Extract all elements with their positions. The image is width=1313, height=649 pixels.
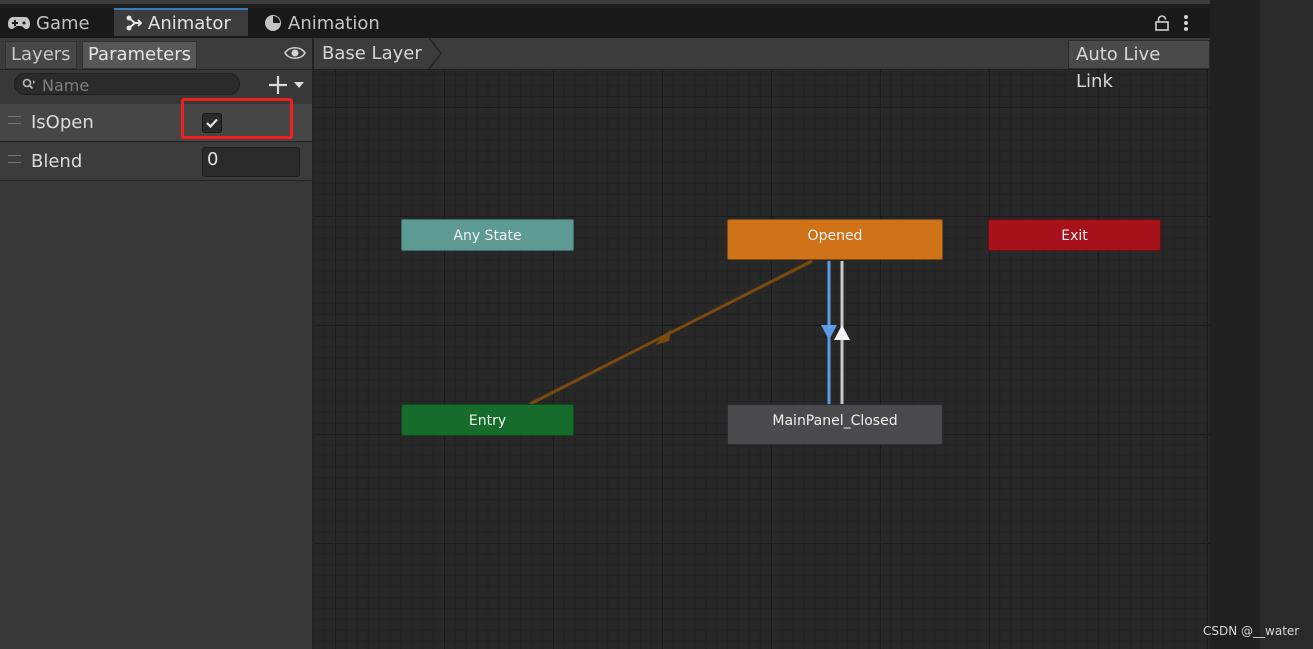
window-top-bar	[0, 0, 1313, 8]
state-mainpanel-closed[interactable]: MainPanel_Closed	[727, 404, 943, 445]
tab-game[interactable]: Game	[8, 8, 90, 38]
blend-value-field[interactable]: 0	[202, 147, 300, 177]
breadcrumb-base-layer[interactable]: Base Layer	[322, 43, 422, 64]
tab-animator-label: Animator	[148, 12, 231, 34]
tab-animator[interactable]: Animator	[114, 8, 248, 36]
state-exit[interactable]: Exit	[988, 219, 1161, 251]
state-any-state[interactable]: Any State	[401, 219, 574, 251]
state-machine-graph[interactable]	[314, 38, 1210, 649]
search-input[interactable]	[40, 74, 234, 96]
tab-animation[interactable]: Animation	[264, 8, 380, 38]
panel-toolbar: Layers Parameters	[0, 38, 312, 70]
lock-icon[interactable]	[1155, 15, 1169, 31]
gamepad-icon	[8, 17, 30, 29]
drag-handle-icon[interactable]	[8, 116, 21, 124]
checkmark-icon	[206, 118, 218, 129]
watermark: CSDN @__water	[1203, 624, 1300, 638]
tab-animation-label: Animation	[288, 12, 380, 34]
parameters-panel: Layers Parameters IsOpen Blend	[0, 38, 312, 649]
add-parameter-button[interactable]	[268, 75, 308, 95]
editor-tab-bar: Game Animator Animation	[0, 8, 1210, 38]
tab-parameters[interactable]: Parameters	[82, 41, 198, 69]
breadcrumb-arrow-icon	[428, 38, 442, 69]
right-dock-strip	[1210, 0, 1313, 649]
auto-live-link-button[interactable]: Auto Live Link	[1068, 40, 1210, 92]
parameter-name: Blend	[31, 151, 83, 172]
eye-icon[interactable]	[284, 46, 306, 60]
state-opened[interactable]: Opened	[727, 219, 943, 260]
panel-splitter[interactable]	[312, 38, 314, 649]
parameter-row-isopen[interactable]: IsOpen	[0, 104, 312, 142]
animator-icon	[126, 15, 142, 31]
tab-game-label: Game	[36, 12, 90, 34]
isopen-checkbox[interactable]	[202, 113, 222, 133]
search-row	[0, 70, 312, 100]
search-icon	[22, 78, 35, 90]
graph-toolbar: Base Layer Auto Live Link	[314, 38, 1210, 92]
animation-clock-icon	[265, 15, 281, 31]
state-entry[interactable]: Entry	[401, 404, 574, 436]
parameter-name: IsOpen	[31, 112, 94, 133]
drag-handle-icon[interactable]	[8, 155, 21, 163]
tab-layers[interactable]: Layers	[5, 41, 77, 69]
kebab-menu-icon[interactable]	[1183, 15, 1189, 31]
right-dock-inner	[1260, 0, 1313, 649]
parameter-row-blend[interactable]: Blend 0	[0, 143, 312, 181]
top-strip	[0, 0, 1210, 4]
